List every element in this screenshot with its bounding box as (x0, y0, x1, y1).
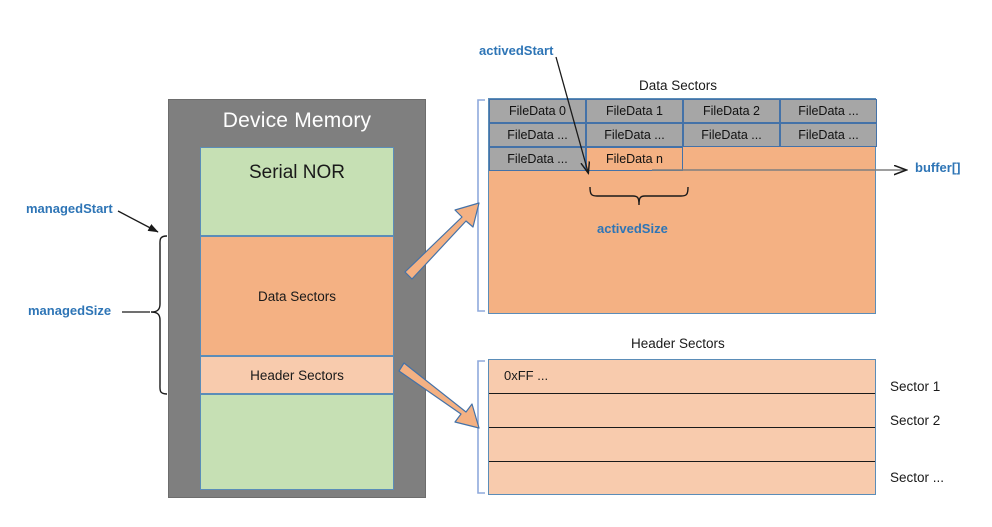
filedata-row: FileData ... FileData ... FileData ... F… (489, 123, 877, 147)
managed-size-brace (150, 235, 168, 395)
filedata-cell: FileData ... (489, 147, 586, 171)
label-actived-size: activedSize (597, 221, 668, 236)
memory-band-free (200, 394, 394, 490)
sector-caption: Sector 1 (890, 379, 941, 394)
filedata-row: FileData ... FileData n (489, 147, 877, 171)
device-memory-title: Device Memory (222, 109, 372, 132)
memory-band-header-sectors: Header Sectors (200, 356, 394, 394)
header-sectors-panel-title: Header Sectors (631, 336, 725, 351)
header-sector-row (489, 428, 875, 462)
header-sector-row (489, 394, 875, 428)
header-sectors-bracket (477, 360, 485, 494)
header-sector-row (489, 462, 875, 496)
sector-caption: Sector ... (890, 470, 945, 485)
memory-band-serial-nor: Serial NOR (200, 147, 394, 236)
filedata-cell-empty (683, 147, 780, 171)
filedata-cell: FileData 2 (683, 99, 780, 123)
filedata-cell: FileData 1 (586, 99, 683, 123)
data-sectors-bracket (477, 99, 485, 312)
memory-band-data-sectors: Data Sectors (200, 236, 394, 356)
data-sectors-panel: FileData 0 FileData 1 FileData 2 FileDat… (488, 98, 877, 314)
filedata-cell-active: FileData n (586, 147, 683, 171)
label-managed-size: managedSize (28, 303, 112, 318)
filedata-cell: FileData ... (683, 123, 780, 147)
header-sector-row (489, 360, 875, 394)
header-sectors-panel (488, 359, 876, 495)
filedata-cell: FileData ... (780, 99, 877, 123)
sector-caption: Sector 2 (890, 413, 941, 428)
label-actived-start: activedStart (479, 43, 554, 58)
filedata-cell: FileData ... (489, 123, 586, 147)
label-buffer: buffer[] (915, 160, 961, 175)
filedata-cell-empty (780, 147, 877, 171)
filedata-cell: FileData ... (780, 123, 877, 147)
header-sector-first-cell-text: 0xFF ... (504, 368, 549, 383)
label-managed-start: managedStart (26, 201, 113, 216)
filedata-row: FileData 0 FileData 1 FileData 2 FileDat… (489, 99, 877, 123)
managed-start-leader (117, 210, 159, 233)
filedata-cell: FileData 0 (489, 99, 586, 123)
filedata-cell: FileData ... (586, 123, 683, 147)
data-sectors-panel-title: Data Sectors (639, 78, 718, 93)
